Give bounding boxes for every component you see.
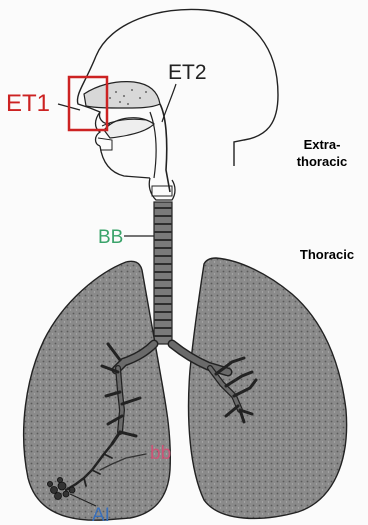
label-et1: ET1 [6, 92, 50, 116]
tongue [104, 118, 154, 138]
jaw [100, 146, 150, 178]
trachea [154, 202, 172, 344]
region-thoracic: Thoracic [292, 246, 362, 263]
right-lung [189, 258, 347, 518]
nasal-passage [84, 82, 160, 108]
label-ai: AI [92, 506, 110, 525]
left-lung [24, 261, 171, 520]
label-et2: ET2 [168, 62, 207, 83]
label-bb-lower: bb [150, 444, 171, 463]
region-extrathoracic: Extra- thoracic [290, 136, 354, 170]
label-bb: BB [98, 228, 123, 247]
region-extrathoracic-line1: Extra- [290, 136, 354, 153]
et2-leader [162, 84, 176, 122]
region-extrathoracic-line2: thoracic [290, 153, 354, 170]
pharynx [160, 104, 170, 192]
larynx [149, 178, 175, 200]
